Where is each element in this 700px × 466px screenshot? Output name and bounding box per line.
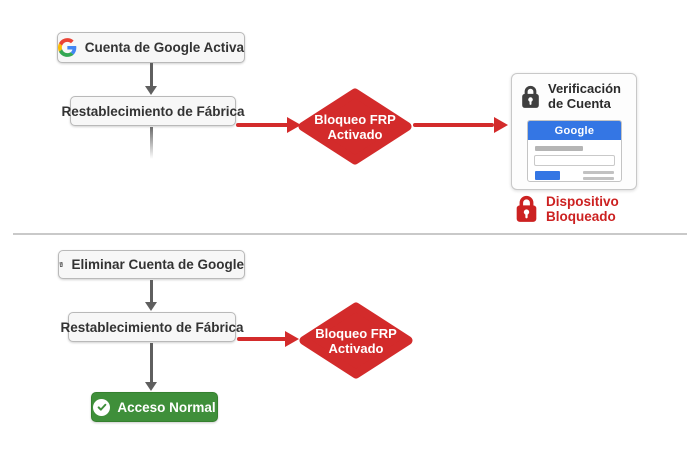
success-label: Acceso Normal — [117, 399, 216, 415]
arrow-down-3 — [150, 343, 153, 382]
node-label: Restablecimiento de Fábrica — [60, 319, 244, 335]
google-signin-header: Google — [528, 121, 621, 140]
red-arrow-2-head — [494, 117, 508, 133]
lock-icon — [522, 85, 539, 108]
diamond-shape — [299, 302, 413, 379]
interrupted-flow-line — [150, 127, 153, 159]
mockup-button — [535, 171, 560, 180]
verification-card: Verificación de Cuenta Google — [511, 73, 637, 190]
node-factory-reset-top: Restablecimiento de Fábrica — [61, 96, 245, 126]
red-arrow-3-head — [285, 331, 299, 347]
diamond-label: Bloqueo FRP Activado — [314, 111, 396, 142]
diamond-label: Bloqueo FRP Activado — [315, 325, 397, 356]
arrow-down-3-head — [145, 382, 157, 391]
decision-frp-lock-top: Bloqueo FRP Activado — [298, 88, 412, 165]
node-label: Restablecimiento de Fábrica — [61, 103, 245, 119]
mockup-input-field — [534, 155, 615, 166]
trash-icon — [59, 262, 64, 268]
red-arrow-2 — [413, 123, 494, 127]
mockup-footer-row — [535, 171, 614, 181]
arrow-down-2-head — [145, 302, 157, 311]
google-signin-mockup: Google — [527, 120, 622, 182]
node-google-account-active: Cuenta de Google Activa — [57, 32, 245, 63]
red-arrow-1-head — [287, 117, 301, 133]
node-label: Eliminar Cuenta de Google — [71, 257, 244, 272]
normal-access-node: Acceso Normal — [91, 392, 218, 422]
mockup-text-placeholder — [535, 146, 583, 151]
diamond-shape — [298, 88, 412, 165]
mockup-link-placeholders — [583, 171, 614, 181]
section-divider — [13, 233, 687, 235]
arrow-down-1-head — [145, 86, 157, 95]
node-label: Cuenta de Google Activa — [84, 40, 244, 55]
node-delete-google-account: Eliminar Cuenta de Google — [58, 250, 245, 279]
arrow-down-1 — [150, 63, 153, 86]
device-locked-status: Dispositivo Bloqueado — [514, 193, 619, 224]
google-g-icon — [58, 38, 77, 57]
verification-title: Verificación de Cuenta — [548, 81, 621, 111]
arrow-down-2 — [150, 280, 153, 302]
decision-frp-lock-bottom: Bloqueo FRP Activado — [299, 302, 413, 379]
check-icon — [93, 398, 111, 416]
verification-header: Verificación de Cuenta — [512, 74, 636, 115]
red-arrow-1 — [236, 123, 289, 127]
red-lock-icon — [516, 195, 537, 222]
device-locked-label: Dispositivo Bloqueado — [546, 193, 619, 224]
node-factory-reset-bottom: Restablecimiento de Fábrica — [60, 312, 244, 342]
red-arrow-3 — [237, 337, 287, 341]
